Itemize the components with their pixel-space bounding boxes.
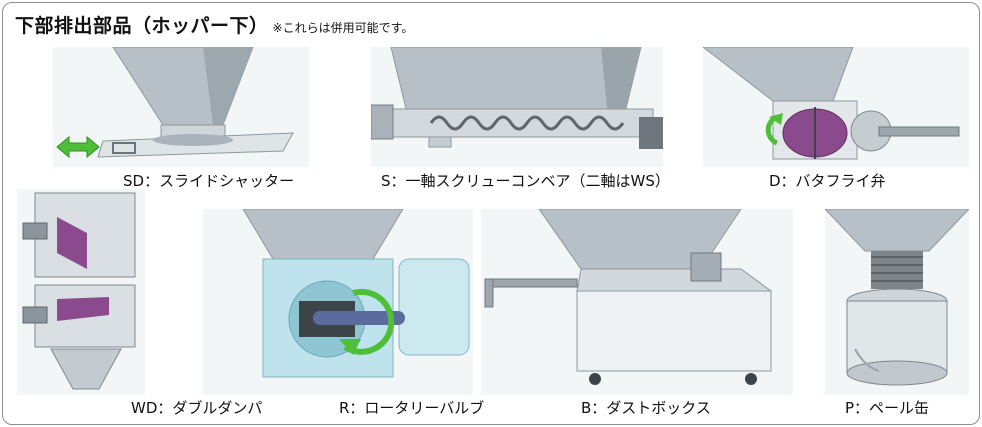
image-dust-box bbox=[481, 209, 793, 395]
page-title: 下部排出部品（ホッパー下）※これらは併用可能です。 bbox=[15, 11, 413, 38]
image-double-damper bbox=[17, 189, 145, 395]
caption-wd: WD：ダブルダンパ bbox=[131, 399, 263, 417]
caption-s: S：一軸スクリューコンベア（二軸はWS） bbox=[381, 172, 670, 190]
caption-d: D：バタフライ弁 bbox=[769, 172, 886, 190]
image-slide-shutter bbox=[53, 47, 309, 167]
caption-b: B：ダストボックス bbox=[581, 399, 711, 417]
image-screw-conveyor bbox=[371, 47, 663, 167]
caption-sd: SD：スライドシャッター bbox=[123, 172, 295, 190]
title-note: ※これらは併用可能です。 bbox=[272, 21, 414, 35]
caption-p: P：ペール缶 bbox=[845, 399, 930, 417]
image-butterfly-valve bbox=[703, 47, 969, 167]
image-pail-can bbox=[825, 209, 969, 395]
caption-r: R：ロータリーバルブ bbox=[339, 399, 485, 417]
image-rotary-valve bbox=[203, 209, 473, 395]
title-main: 下部排出部品（ホッパー下） bbox=[15, 15, 269, 37]
